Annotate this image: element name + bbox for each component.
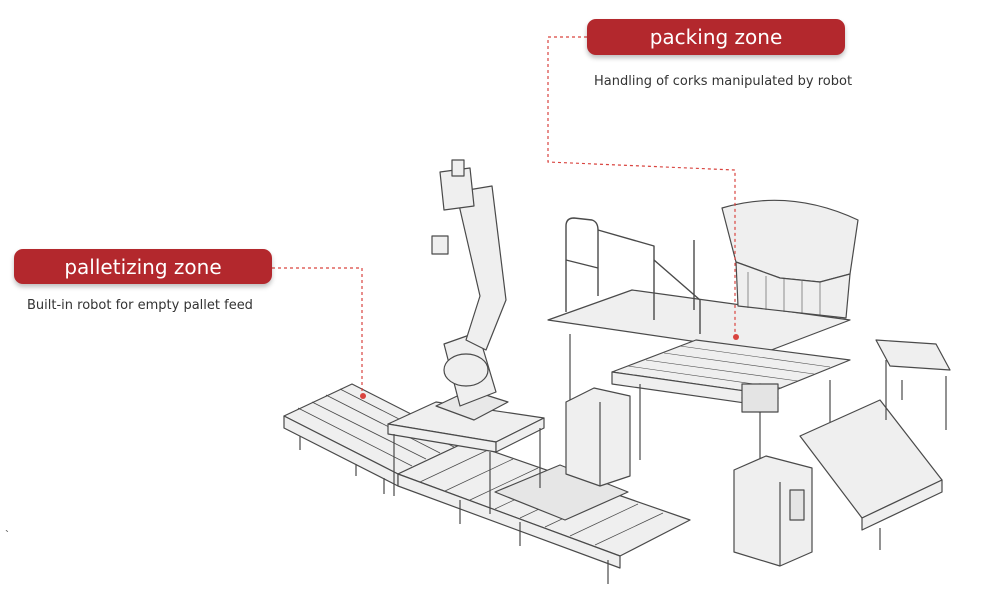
palletizing-zone-title: palletizing zone xyxy=(64,254,222,279)
leader-lines xyxy=(272,36,736,396)
motor-unit xyxy=(741,383,779,413)
electrical-cabinet-center xyxy=(565,387,631,487)
stray-mark: ` xyxy=(5,528,9,542)
packing-zone-label: packing zone xyxy=(587,19,845,55)
palletizing-leader xyxy=(272,267,363,396)
palletizing-zone-description: Built-in robot for empty pallet feed xyxy=(27,298,253,313)
working-platform xyxy=(547,289,851,470)
conveyor-right xyxy=(799,339,951,550)
packing-marker xyxy=(733,334,739,340)
safety-railing xyxy=(565,217,701,334)
electrical-cabinet-right xyxy=(733,455,813,567)
palletizing-marker xyxy=(360,393,366,399)
robot-table xyxy=(387,401,545,514)
packing-zone-description: Handling of corks manipulated by robot xyxy=(594,74,853,89)
palletizing-zone-label: palletizing zone xyxy=(14,249,272,284)
packing-zone-title: packing zone xyxy=(649,25,783,49)
packing-leader xyxy=(547,36,736,336)
robot-arm xyxy=(431,159,509,421)
pallet-conveyor-left xyxy=(283,383,467,494)
cork-hopper xyxy=(721,199,859,319)
roller-conveyor-front xyxy=(397,441,691,584)
